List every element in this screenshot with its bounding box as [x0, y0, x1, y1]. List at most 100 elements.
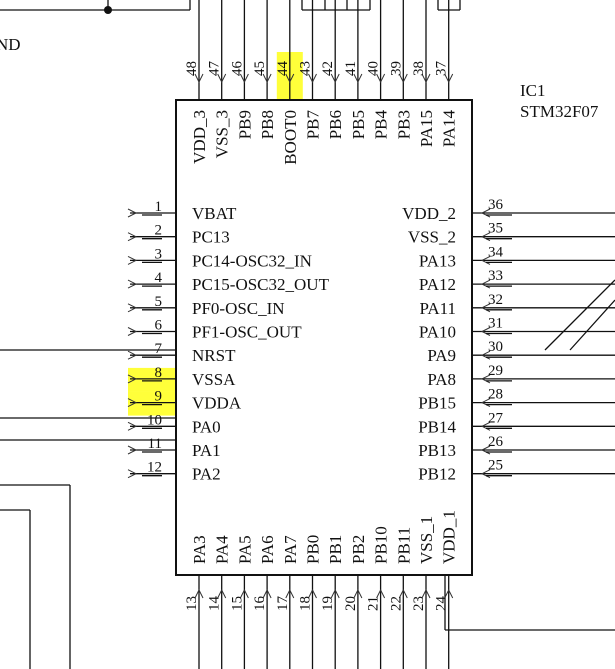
pin-number: 37	[434, 61, 450, 77]
pin-label: VSS_3	[213, 110, 232, 158]
pin-label: VDDA	[192, 394, 242, 413]
pin-label: NRST	[192, 346, 236, 365]
pin-label: PA2	[192, 465, 221, 484]
pin-arrow-icon	[262, 73, 272, 84]
pin-number: 8	[155, 365, 163, 381]
pin-label: VDD_2	[402, 204, 456, 223]
pin-arrow-icon	[480, 421, 491, 431]
pin-number: 38	[411, 61, 427, 76]
pin-label: PB11	[394, 527, 413, 564]
pin-label: PA15	[417, 110, 436, 147]
pin-number: 11	[148, 436, 162, 452]
pin-arrow-icon	[421, 588, 431, 599]
pin-arrow-icon	[127, 303, 138, 313]
pin-6-pf1-osc-out: 6 PF1-OSC_OUT	[127, 318, 302, 342]
pin-number: 27	[488, 410, 504, 426]
pin-label: PB3	[394, 110, 413, 139]
pin-label: PF1-OSC_OUT	[192, 323, 302, 342]
pin-8-vssa: 8 VSSA	[127, 365, 236, 389]
pin-number: 5	[155, 294, 163, 310]
pin-number: 1	[155, 199, 163, 215]
pin-arrow-icon	[480, 374, 491, 384]
pin-arrow-icon	[127, 255, 138, 265]
pin-arrow-icon	[330, 588, 340, 599]
pin-number: 34	[488, 244, 504, 260]
pin-group-right: 36VDD_235VSS_234PA1333PA1232PA1131PA1030…	[402, 197, 615, 484]
pin-number: 42	[320, 61, 336, 76]
pin-label: PA8	[427, 370, 456, 389]
pin-number: 47	[207, 61, 223, 77]
pin-arrow-icon	[480, 232, 491, 242]
pin-arrow-icon	[480, 327, 491, 336]
pin-arrow-icon	[127, 327, 138, 336]
pin-number: 26	[488, 434, 504, 450]
pin-number: 14	[207, 596, 223, 612]
pin-number: 13	[184, 596, 200, 611]
pin-number: 6	[155, 318, 163, 334]
pin-number: 30	[488, 339, 503, 355]
pin-14-pa4: 14 PA4	[207, 535, 232, 669]
pin-number: 16	[252, 596, 268, 612]
ic-part-number: STM32F07	[520, 102, 599, 121]
pin-label: VSS_1	[417, 516, 436, 564]
pin-number: 33	[488, 268, 503, 284]
pin-label: VSSA	[192, 370, 236, 389]
pin-label: PB14	[418, 417, 456, 436]
pin-number: 36	[488, 197, 504, 213]
pin-arrow-icon	[398, 588, 408, 599]
pin-number: 40	[366, 61, 382, 76]
pin-number: 17	[275, 596, 291, 612]
pin-label: PA4	[213, 535, 232, 564]
pin-number: 9	[155, 389, 163, 405]
pin-number: 48	[184, 61, 200, 76]
pin-arrow-icon	[330, 73, 340, 84]
pin-number: 3	[155, 246, 163, 262]
pin-number: 19	[320, 596, 336, 611]
pin-number: 24	[434, 596, 450, 612]
pin-arrow-icon	[127, 374, 138, 384]
pin-arrow-icon	[127, 421, 138, 431]
edge-fragment-label: ND	[0, 35, 21, 54]
pin-number: 20	[343, 596, 359, 611]
pin-arrow-icon	[285, 73, 295, 84]
pin-arrow-icon	[480, 279, 491, 289]
pin-label: PB6	[326, 110, 345, 139]
pin-label: PB8	[258, 110, 277, 139]
pin-label: PC13	[192, 228, 230, 247]
pin-number: 44	[275, 61, 291, 77]
pin-label: PB5	[349, 110, 368, 139]
pin-arrow-icon	[194, 588, 204, 599]
pin-arrow-icon	[308, 588, 317, 599]
pin-label: PC15-OSC32_OUT	[192, 275, 330, 294]
pin-arrow-icon	[480, 303, 491, 313]
pin-number: 2	[155, 223, 163, 239]
pin-arrow-icon	[239, 73, 249, 84]
pin-arrow-icon	[262, 588, 272, 599]
pin-label: PB9	[235, 110, 254, 139]
pin-label: PB15	[418, 394, 456, 413]
pin-number: 39	[388, 61, 404, 76]
pin-label: PA9	[427, 346, 456, 365]
ic-designator: IC1	[520, 81, 546, 100]
pin-27-pb14: 27 PB14	[418, 410, 615, 436]
